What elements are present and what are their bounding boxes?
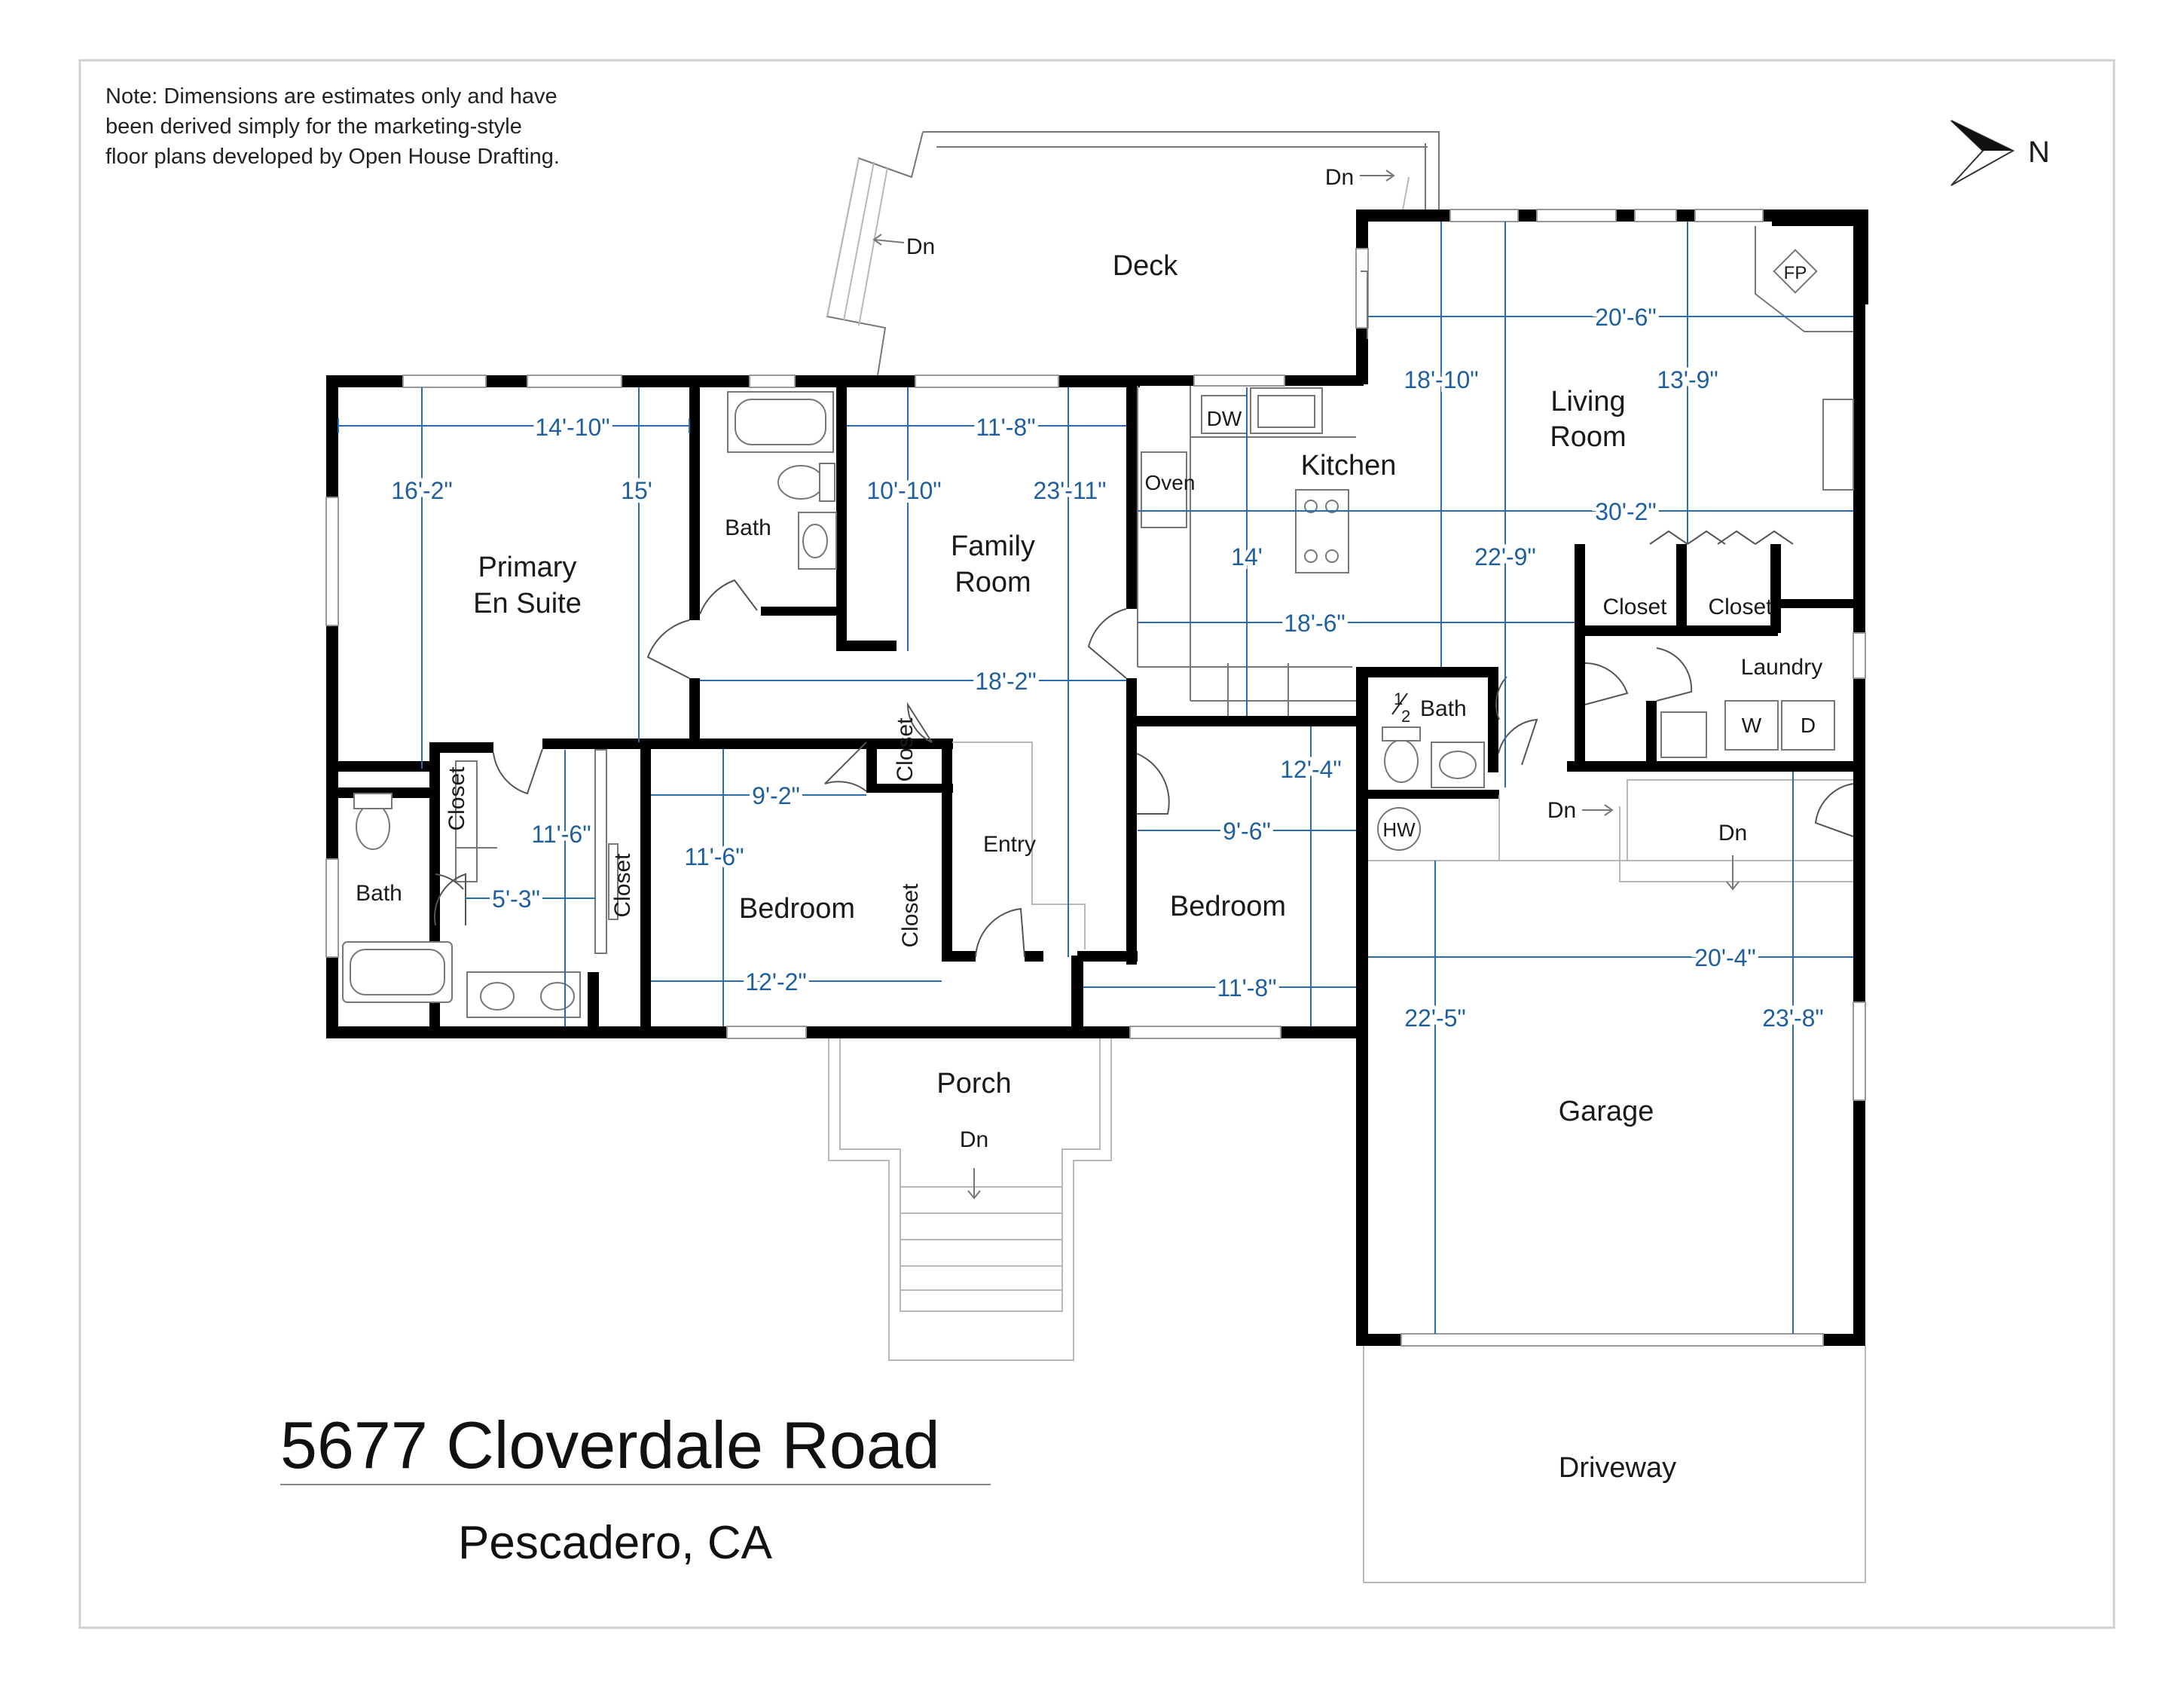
dim-bedroom-left-height: 11'-6" [684, 843, 744, 870]
dim-bedroom-right-height: 12'-4" [1280, 756, 1342, 783]
water-heater-label: HW [1382, 818, 1416, 841]
door-swings [433, 579, 1854, 958]
deck [826, 131, 1440, 376]
dim-bath-width: 5'-3" [492, 885, 540, 913]
dimension-labels: 14'-10" 16'-2" 15' 10'-10" 11'-8" 23'-11… [387, 300, 1828, 1035]
living-room-label-2: Room [1550, 421, 1626, 453]
primary-suite-label-1: Primary [478, 552, 577, 583]
dim-garage-width: 20'-4" [1694, 944, 1756, 971]
dim-primary-width: 14'-10" [535, 414, 609, 441]
north-arrow-icon: N [1950, 120, 2050, 186]
closet-entry: Closet [893, 717, 918, 782]
closet-living-a: Closet [1602, 595, 1667, 619]
bath-left-label: Bath [356, 881, 402, 906]
bath-top-label: Bath [725, 515, 771, 540]
windows [325, 209, 1866, 1347]
dim-living-width: 20'-6" [1595, 304, 1657, 331]
deck-label: Deck [1113, 250, 1179, 282]
oven-label: Oven [1145, 471, 1196, 494]
dim-garage-height-2: 23'-8" [1762, 1005, 1824, 1032]
dim-bath-height: 10'-10" [866, 477, 941, 504]
dim-bedroom-left-width-1: 9'-2" [752, 782, 800, 809]
bedroom-right-label: Bedroom [1170, 891, 1286, 922]
dim-primary-height-2: 15' [621, 477, 652, 504]
stair-labels: Dn Dn Dn [960, 798, 1747, 1200]
family-room-label-2: Room [955, 567, 1031, 598]
washer-label: W [1742, 714, 1762, 737]
dim-living-kitchen-height: 22'-9" [1474, 543, 1536, 570]
dim-bedroom-right-width-2: 11'-8" [1217, 974, 1276, 1001]
garage-stairs-dn-b: Dn [1718, 821, 1747, 846]
fixture-labels: DW Oven FP HW W D [1145, 263, 1816, 841]
living-room-label-1: Living [1550, 386, 1625, 417]
closet-living-b: Closet [1708, 595, 1773, 619]
dim-family-height: 23'-11" [1034, 477, 1107, 504]
dimension-lines [338, 222, 1853, 1334]
bedroom-left-label: Bedroom [739, 893, 855, 925]
address-street: 5677 Cloverdale Road [280, 1408, 940, 1482]
dim-living-height-1: 18'-10" [1404, 366, 1478, 393]
closet-labels: Closet Closet Closet Closet Closet Close… [444, 595, 1773, 948]
note-line-1: Note: Dimensions are estimates only and … [105, 84, 557, 109]
dim-bedroom-left-width-2: 12'-2" [745, 968, 807, 995]
dim-kitchen-height: 14' [1231, 543, 1263, 570]
page-frame [78, 59, 2115, 1629]
dim-living-height-2: 13'-9" [1657, 366, 1718, 393]
half-fraction-denominator: 2 [1401, 707, 1410, 726]
deck-side-stairs-dn-label: Dn [906, 234, 935, 259]
kitchen-label: Kitchen [1301, 450, 1397, 482]
dim-primary-height-1: 16'-2" [391, 477, 453, 504]
dim-kitchen-width: 18'-6" [1284, 610, 1346, 637]
room-labels: Living Room Kitchen Family Room Primary … [356, 386, 1822, 1484]
dryer-label: D [1801, 714, 1816, 737]
note-line-3: floor plans developed by Open House Draf… [105, 145, 560, 169]
north-label: N [2028, 136, 2050, 169]
closet-bedroom: Closet [898, 883, 923, 948]
disclaimer-note: Note: Dimensions are estimates only and … [105, 84, 560, 169]
family-room-label-1: Family [951, 531, 1035, 562]
laundry-label: Laundry [1741, 655, 1822, 680]
fireplace-label: FP [1784, 263, 1807, 283]
entry-label: Entry [983, 832, 1036, 857]
dim-family-width: 11'-8" [976, 414, 1035, 441]
dim-kitchen-living-width: 30'-2" [1595, 498, 1657, 525]
garage-stairs-dn-a: Dn [1547, 798, 1576, 823]
closet-hall: Closet [610, 853, 635, 918]
porch-stairs-dn-label: Dn [960, 1127, 988, 1152]
address-city: Pescadero, CA [458, 1517, 773, 1569]
porch-label: Porch [936, 1068, 1011, 1099]
garage-label: Garage [1559, 1096, 1654, 1127]
deck-stairs-dn-label: Dn [1325, 165, 1354, 190]
title-block: 5677 Cloverdale Road Pescadero, CA [280, 1408, 991, 1569]
driveway-label: Driveway [1559, 1452, 1676, 1484]
dim-garage-height-1: 22'-5" [1404, 1005, 1466, 1032]
dim-closet-height: 11'-6" [531, 821, 591, 848]
fixtures [342, 226, 1866, 1583]
half-bath-text: Bath [1420, 696, 1467, 721]
dim-hall-width: 18'-2" [975, 668, 1037, 695]
primary-suite-label-2: En Suite [473, 588, 582, 619]
interior-walls [326, 375, 1865, 1036]
closet-suite: Closet [444, 766, 469, 831]
note-line-2: been derived simply for the marketing-st… [105, 115, 522, 139]
dim-bedroom-right-width-1: 9'-6" [1223, 818, 1271, 845]
half-bath-label: 1 2 Bath [1391, 690, 1467, 726]
dishwasher-label: DW [1207, 407, 1242, 430]
